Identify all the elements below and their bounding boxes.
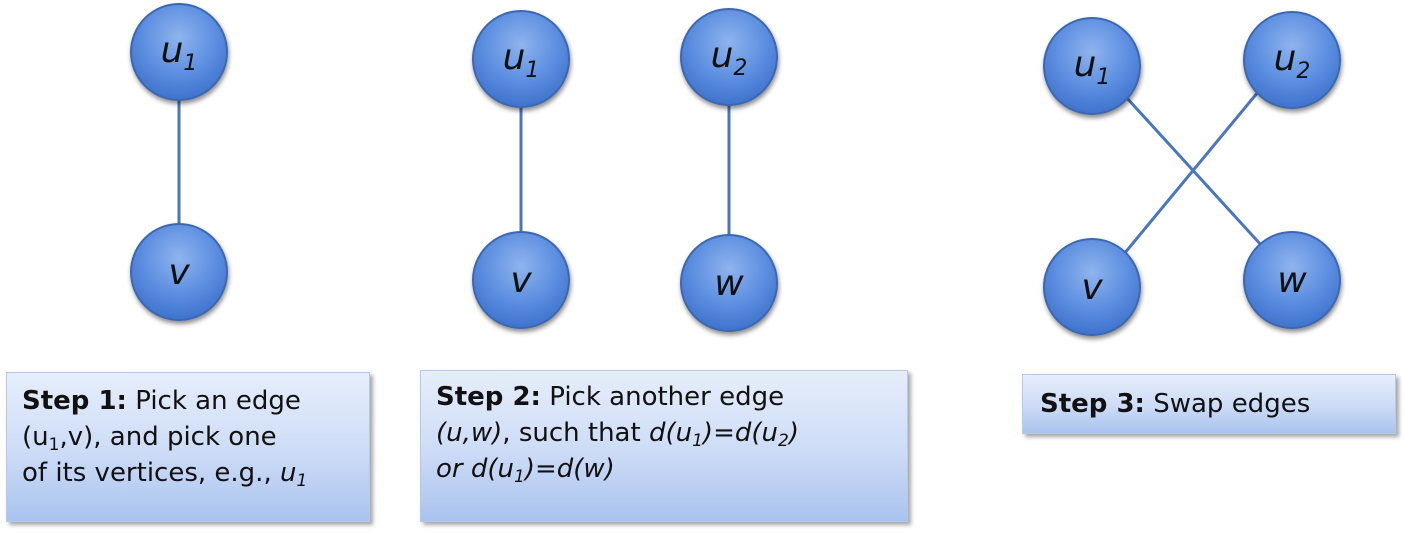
step-1-line-2: (u1,v), and pick one	[22, 422, 277, 455]
node-u2: u2	[680, 8, 778, 106]
svg-text:u2: u2	[711, 35, 748, 81]
step-2-line-1: Step 2: Pick another edge	[436, 382, 785, 412]
svg-text:u1: u1	[161, 30, 198, 76]
step-3-caption: Step 3: Swap edges	[1022, 374, 1396, 434]
step-2-line-2: (u,w), such that d(u1)=d(u2)	[436, 418, 799, 451]
step-1-line-1: Step 1: Pick an edge	[22, 386, 301, 416]
node-u2: u2	[1243, 11, 1341, 109]
svg-text:u1: u1	[503, 37, 540, 83]
svg-text:u1: u1	[1074, 44, 1111, 90]
svg-text:w: w	[1277, 260, 1307, 301]
node-v: v	[472, 231, 570, 329]
step-1-caption: Step 1: Pick an edge (u1,v), and pick on…	[6, 372, 370, 522]
node-v: v	[1043, 238, 1141, 336]
svg-text:u2: u2	[1274, 38, 1311, 84]
panel-step-2-graph: u1 v u2 w	[472, 8, 778, 332]
svg-text:v: v	[510, 260, 532, 301]
step-2-line-3: or d(u1)=d(w)	[436, 454, 615, 487]
svg-text:v: v	[1081, 267, 1103, 308]
node-u1: u1	[130, 3, 228, 101]
step-2-caption: Step 2: Pick another edge (u,w), such th…	[420, 370, 908, 522]
node-w: w	[680, 234, 778, 332]
node-u1: u1	[1043, 17, 1141, 115]
panel-step-3-graph: u1 u2 v w	[1043, 11, 1341, 336]
node-v: v	[130, 223, 228, 321]
svg-text:v: v	[168, 252, 190, 293]
step-1-line-3: of its vertices, e.g., u1	[22, 458, 308, 491]
panel-step-1-graph: u1 v	[130, 3, 228, 321]
svg-text:w: w	[714, 263, 744, 304]
edge-u2-v	[1122, 91, 1260, 255]
node-u1: u1	[472, 10, 570, 108]
step-3-line-1: Step 3: Swap edges	[1040, 389, 1311, 419]
node-w: w	[1243, 231, 1341, 329]
